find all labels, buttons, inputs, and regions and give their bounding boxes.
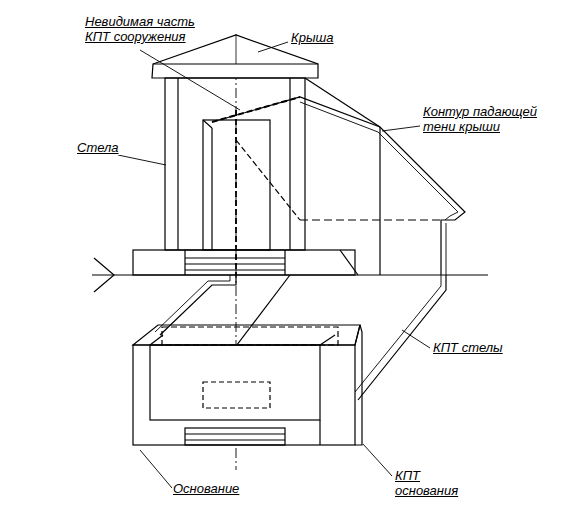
stela-opening-edge [203,120,212,128]
step [185,263,285,264]
plinth [133,250,355,275]
leader-line [118,155,166,165]
plinth-shadow [340,250,358,275]
base-inner [319,420,320,445]
base-top [133,325,360,345]
base-edge [355,325,360,345]
callout-label: Невидимая часть КПТ сооружения [84,14,206,44]
roof-ridge [236,35,237,64]
view-arrow [94,258,114,292]
callout-label: Контур падающей тени крыши [422,104,544,134]
leader-line [382,126,420,131]
base-steps [185,428,285,445]
stela-edge [177,78,178,250]
callout-label: КПТ стелы [432,340,504,355]
step [185,257,285,258]
step [185,433,285,434]
base-shadow [355,325,362,445]
base [133,345,355,445]
base-inner [150,335,163,345]
step [185,439,285,440]
step [185,269,285,270]
callout-label: Стела [76,140,120,155]
leader-line [140,450,172,488]
stela-opening-edge [211,128,212,250]
hidden-shadow [235,110,237,275]
hidden-edge [162,327,338,345]
stela-edge [289,78,290,250]
callout-label: КПТ основания [394,468,486,498]
hidden-shadow [236,140,300,220]
shadow-edge [379,127,380,275]
hidden-edge [203,382,270,408]
roof-edge [153,63,318,64]
step-edge [184,250,185,275]
leader-line [140,50,240,110]
base-inner [150,345,320,420]
leader-lines [118,42,430,488]
shadow-edge [305,78,380,127]
roof-shadow-contour [446,223,447,275]
stela-shadow [160,275,236,335]
stela-shadow [355,275,441,392]
stela-shadow [358,275,446,400]
callout-label: Основание [172,481,240,496]
stela [165,78,305,250]
hidden-shadow [300,219,441,220]
leader-line [402,330,430,348]
base-inner [320,335,335,345]
step-edge [284,250,285,275]
callout-label: Крыша [290,30,334,45]
stela-shadow [155,275,230,332]
leader-line [363,444,392,476]
leader-line [258,42,288,52]
